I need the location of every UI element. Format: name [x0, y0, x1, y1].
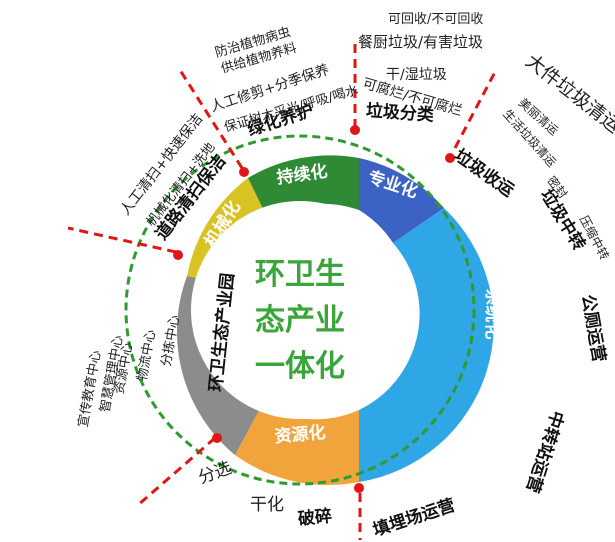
domain-center-op: 中转站运营: [522, 408, 568, 495]
segment-system: [359, 208, 494, 482]
detail-park-1: 物流中心: [135, 329, 159, 383]
domain-toilet: 公厕运营: [577, 293, 609, 364]
segment-resource: [235, 405, 359, 485]
label-resource: 资源化: [274, 422, 327, 447]
red-dot-left: [173, 250, 183, 260]
red-line-upper-left: [178, 69, 244, 169]
domain-garbage: 垃圾分类: [365, 100, 435, 126]
detail-sort-1: 干化: [250, 495, 284, 515]
center-title: 环卫生 态产业 一体化: [255, 257, 345, 384]
detail-sort-0: 分选: [196, 458, 235, 488]
detail-garbage-1: 餐厨垃圾/有害垃圾: [358, 33, 483, 51]
center-line-2: 态产业: [255, 303, 345, 338]
red-dot-bottom: [354, 483, 364, 493]
red-dot-upper-left: [239, 167, 249, 177]
detail-garbage-0: 可回收/不可回收: [388, 12, 483, 27]
ring-inner-edge: [191, 201, 409, 419]
center-line-1: 环卫生: [255, 257, 345, 292]
domain-crush: 破碎: [297, 505, 333, 529]
red-dashed-lines: [67, 40, 497, 540]
detail-park-4: 宣传教育中心: [75, 349, 104, 429]
ring: [176, 155, 494, 485]
red-dot-bottom-left: [212, 433, 222, 443]
center-line-3: 一体化: [255, 349, 345, 384]
red-dot-top-right: [445, 153, 455, 163]
red-dots: [173, 125, 455, 493]
segment-sustain: [248, 155, 359, 219]
red-line-bottom-left: [137, 436, 216, 507]
green-dashed-circle: [124, 134, 476, 486]
red-dot-top: [350, 125, 360, 135]
detail-garbage-2: 干/湿垃圾: [386, 67, 447, 83]
segment-professional: [359, 158, 444, 243]
label-system: 系统化: [482, 289, 503, 340]
red-line-left: [67, 226, 177, 254]
domain-landfill: 填埋场运营: [370, 495, 457, 541]
domain-collect: 垃圾收运: [450, 145, 518, 201]
detail-big-waste: 大件垃圾清运: [521, 50, 615, 138]
